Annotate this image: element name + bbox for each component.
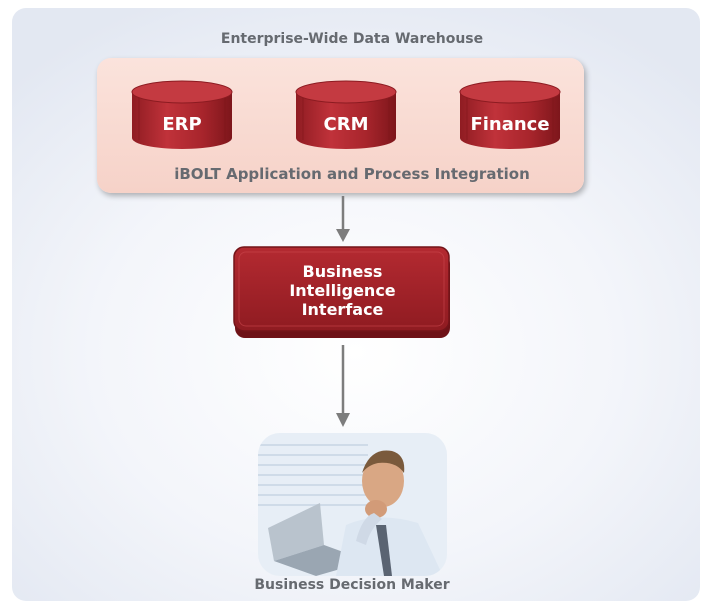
data-warehouse-box: ERP CRM Finance bbox=[97, 58, 584, 193]
bi-label-line-1: Business bbox=[302, 262, 383, 281]
crm-database: CRM bbox=[295, 80, 397, 150]
integration-label: iBOLT Application and Process Integratio… bbox=[174, 165, 530, 183]
decision-maker-photo bbox=[258, 433, 447, 576]
database-cylinder-icon bbox=[295, 80, 397, 149]
crm-label: CRM bbox=[323, 114, 369, 135]
decision-maker-label: Business Decision Maker bbox=[254, 577, 450, 593]
erp-label: ERP bbox=[162, 114, 202, 135]
database-cylinder-icon bbox=[459, 80, 561, 149]
business-intelligence-interface-box: Business Intelligence Interface bbox=[233, 246, 452, 339]
bi-label-line-2: Intelligence bbox=[289, 281, 396, 300]
finance-label: Finance bbox=[470, 114, 550, 135]
database-cylinder-icon bbox=[131, 80, 233, 149]
bi-label-line-3: Interface bbox=[301, 300, 384, 319]
bi-box-shape bbox=[233, 246, 450, 338]
warehouse-title: Enterprise-Wide Data Warehouse bbox=[220, 31, 484, 47]
bi-interface-label: Business Intelligence Interface bbox=[233, 262, 452, 319]
finance-database: Finance bbox=[459, 80, 561, 150]
down-arrow-icon bbox=[336, 345, 350, 427]
erp-database: ERP bbox=[131, 80, 233, 150]
down-arrow-icon bbox=[336, 196, 350, 242]
businessman-illustration bbox=[258, 433, 447, 576]
